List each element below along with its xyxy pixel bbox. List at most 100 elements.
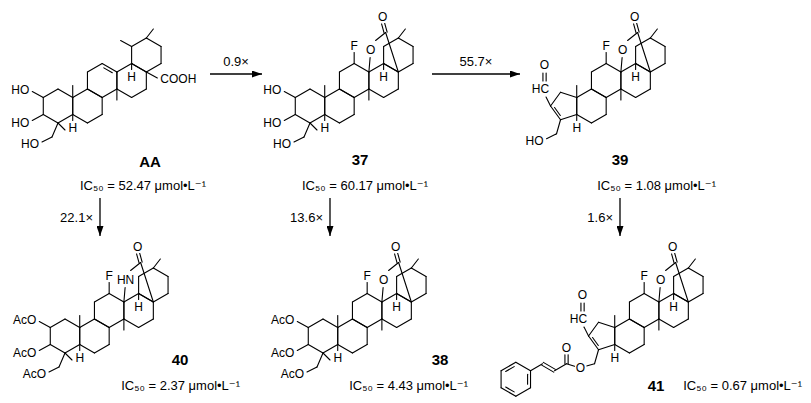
bond-line xyxy=(72,98,73,115)
compound-number: 38 xyxy=(432,352,449,369)
atom-label: H xyxy=(609,352,620,364)
bond-line xyxy=(385,23,388,32)
bond-line xyxy=(307,367,317,372)
bond-line xyxy=(132,89,147,98)
bond-line xyxy=(620,89,621,100)
bond-line xyxy=(620,72,621,89)
atom-label: H xyxy=(630,71,641,83)
bond-line xyxy=(382,319,397,328)
bond-line xyxy=(94,294,109,303)
bond-line xyxy=(339,64,354,73)
bond-line xyxy=(614,328,615,345)
compound-structure: 41IC₅₀ = 0.67 μmol•L⁻¹ xyxy=(486,236,806,400)
atom-label: F xyxy=(601,40,610,52)
bond-line xyxy=(94,302,95,319)
bond-line xyxy=(672,254,675,263)
bond-line xyxy=(32,92,43,98)
bond-line xyxy=(109,283,110,294)
bond-line xyxy=(168,277,169,294)
bond-line xyxy=(146,72,157,78)
atom-label: O xyxy=(617,44,628,56)
bond-line xyxy=(396,277,397,294)
bond-line xyxy=(87,89,102,98)
atom-label: H xyxy=(133,301,144,313)
bond-line xyxy=(139,268,154,277)
bond-line xyxy=(606,53,607,64)
bond-line xyxy=(506,367,514,372)
bond-line xyxy=(310,89,325,98)
bond-line xyxy=(131,263,141,271)
bond-line xyxy=(606,98,607,115)
bond-line xyxy=(674,319,689,328)
bond-line xyxy=(124,319,139,328)
bond-line xyxy=(599,345,615,350)
bond-line xyxy=(576,98,577,115)
bond-line xyxy=(398,72,399,89)
bond-line xyxy=(551,92,561,106)
bond-line xyxy=(79,328,80,345)
bond-line xyxy=(635,47,636,64)
bond-line xyxy=(80,319,95,328)
bond-line xyxy=(644,294,659,303)
atom-label: HC xyxy=(569,313,588,325)
bond-line xyxy=(397,319,412,328)
bond-line xyxy=(65,319,80,328)
bond-line xyxy=(673,277,674,294)
bond-line xyxy=(337,328,338,345)
ic50-value: IC₅₀ = 60.17 μmol•L⁻¹ xyxy=(302,179,428,193)
bond-line xyxy=(43,89,58,98)
bond-line xyxy=(284,115,295,121)
bond-line xyxy=(146,38,161,47)
bond-line xyxy=(153,294,168,303)
bond-line xyxy=(124,288,125,303)
bond-line xyxy=(399,263,412,303)
bond-line xyxy=(367,294,382,303)
atom-label: O xyxy=(539,59,550,71)
bond-line xyxy=(146,29,153,38)
bond-line xyxy=(102,89,117,98)
bond-line xyxy=(688,268,703,277)
bond-line xyxy=(368,89,369,100)
bond-line xyxy=(576,98,577,115)
bond-line xyxy=(354,98,355,115)
bond-line xyxy=(32,115,43,121)
bond-line xyxy=(58,89,73,98)
bond-line xyxy=(123,319,124,330)
bond-line xyxy=(121,41,132,47)
atom-label: AcO xyxy=(280,368,305,380)
bond-line xyxy=(87,115,102,124)
bond-line xyxy=(587,364,595,366)
bond-line xyxy=(339,89,354,98)
bond-line xyxy=(153,259,160,268)
atom-label: O xyxy=(390,241,401,253)
bond-line xyxy=(381,319,382,330)
bond-line xyxy=(369,89,384,98)
atom-label: HO xyxy=(262,117,282,129)
atom-label: HO xyxy=(10,84,30,96)
atom-label: O xyxy=(577,289,588,301)
bond-line xyxy=(650,29,657,38)
bond-line xyxy=(324,86,325,98)
bond-line xyxy=(140,253,143,262)
bond-line xyxy=(634,24,637,33)
bond-line xyxy=(354,64,369,73)
bond-line xyxy=(621,58,622,73)
bond-line xyxy=(673,294,674,300)
atom-label: H xyxy=(67,122,78,134)
bond-line xyxy=(141,263,154,303)
bond-line xyxy=(501,388,516,397)
bond-line xyxy=(584,327,589,336)
bond-line xyxy=(506,387,514,392)
bond-line xyxy=(516,388,531,397)
bond-line xyxy=(675,253,678,262)
atom-label: O xyxy=(377,11,388,23)
bond-line xyxy=(382,24,385,33)
bond-line xyxy=(395,254,398,263)
bond-line xyxy=(139,319,154,328)
bond-line xyxy=(593,338,599,346)
bond-line xyxy=(354,53,355,64)
bond-line xyxy=(354,89,369,98)
atom-label: H xyxy=(126,71,137,83)
bond-line xyxy=(116,72,117,89)
bond-line xyxy=(352,294,367,303)
